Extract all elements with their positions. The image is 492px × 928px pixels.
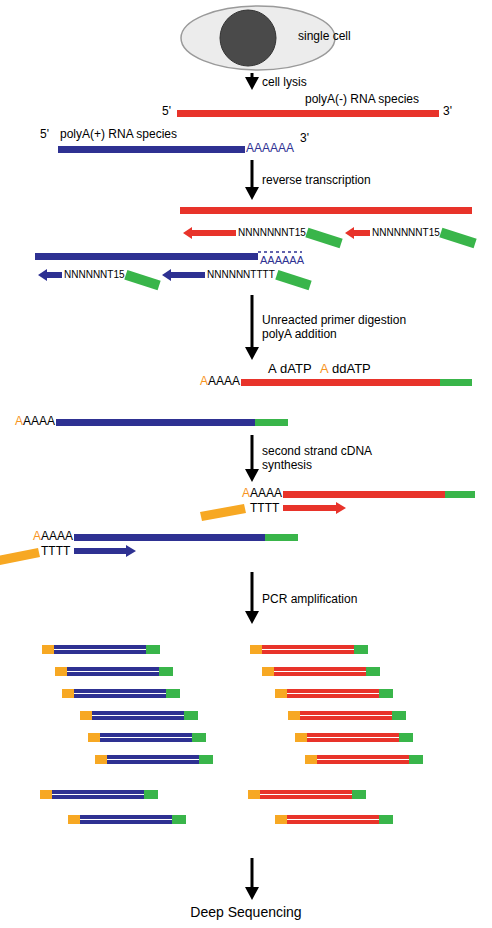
stage-node: 5' polyA(-) RNA species 3' 5' polyA(+) RNA s… [30,90,460,160]
cdna-polyA-minus [241,379,440,386]
node-text: 3' [443,105,452,119]
primer-tag [439,228,476,249]
step-arrow-head [245,887,259,900]
node-text: A [33,530,41,544]
amplicon [42,645,160,654]
step-label: Unreacted primer digestion polyA additio… [262,313,412,342]
node-text: 5' [162,105,171,119]
node-text: AAAAAA [246,142,294,156]
rna-polyA-minus [177,110,439,117]
node-text: A [268,362,277,377]
node-text: TTTT [41,545,70,559]
arrow-line [251,160,254,189]
amplicon [288,711,406,720]
node-text: A [320,362,329,377]
amplicon [95,755,213,764]
step-arrow [245,73,259,90]
primer-tag [255,419,288,426]
amplicon [88,733,206,742]
cdna-polyA-plus [74,534,265,541]
node-text: 3' [300,132,309,146]
stage-node: AAAAATTTTAAAAATTTT [0,482,480,567]
node-text: AAAAAA [260,254,304,267]
cell-nucleus [220,10,276,66]
node-text: NNNNNNTTTT [207,269,275,281]
amplicon [40,790,158,799]
node-text: NNNNNNNT15 [372,227,440,239]
node-text: A [15,415,23,429]
step-arrow-head [245,611,259,624]
rna-polyA-plus [58,146,245,153]
arrow-line [251,295,254,349]
node-text: ddATP [332,362,371,377]
amplicon [275,689,393,698]
stage-node: AdATPAddATPAAAAAAAAAA [10,360,480,435]
amplicon [250,645,368,654]
step-label: PCR amplification [262,592,357,606]
cdna-polyA-plus [56,419,255,426]
node-text: AAAA [250,487,282,501]
rna-polyA-minus [180,207,472,214]
cdna-strand [38,269,62,281]
primer-tag [445,491,475,498]
output-label: Deep Sequencing [0,904,492,920]
step-arrow-line [251,858,254,889]
arrow-head [245,469,259,482]
node-text: polyA(+) RNA species [60,128,177,142]
step-label: cell lysis [262,75,307,89]
cdna-strand [345,227,370,239]
node-text: TTTT [250,502,279,516]
node-text: NNNNNNT15 [64,269,125,281]
amplicon [295,733,413,742]
oligo-dT-tag [0,548,40,565]
oligo-dT-tag [200,504,246,521]
step-arrow [245,295,259,360]
node-text: A [242,487,250,501]
second-strand [74,545,136,557]
step-arrow [245,160,259,200]
amplicon [262,667,380,676]
arrow-head [245,77,259,90]
node-text: A [200,375,208,389]
node-text: AAAA [23,415,55,429]
amplicon [248,790,366,799]
step-label: reverse transcription [262,173,371,187]
polyA-tail-dash [258,251,302,253]
node-text: dATP [280,362,312,377]
node-text: single cell [298,30,351,44]
cdna-polyA-minus [283,491,445,498]
node-text: AAAA [208,375,240,389]
amplicon [305,755,423,764]
arrow-head [245,187,259,200]
cdna-strand [183,227,236,239]
arrow-head [245,347,259,360]
node-text: polyA(-) RNA species [305,93,419,107]
rna-polyA-plus [35,253,258,260]
cdna-strand [162,269,205,281]
cell-node: single cell [180,5,380,73]
amplicon [62,689,180,698]
primer-tag [124,270,160,290]
primer-tag [305,228,342,249]
stage-node: NNNNNNNT15 NNNNNNNT15AAAAAA NNNNNNT15 NNNNN… [30,200,480,295]
amplicon [80,711,198,720]
step-arrow-line [251,572,254,613]
amplicon [68,815,186,824]
step-label: second strand cDNA synthesis [262,444,412,473]
amplicon [55,667,173,676]
amplicon [275,815,393,824]
primer-tag [440,379,472,386]
node-text: NNNNNNNT15 [238,227,306,239]
step-arrow [245,435,259,482]
node-text: AAAA [41,530,73,544]
primer-tag [275,270,311,290]
arrow-line [251,435,254,471]
second-strand [283,502,346,514]
primer-tag [265,534,298,541]
node-text: 5' [40,128,49,142]
